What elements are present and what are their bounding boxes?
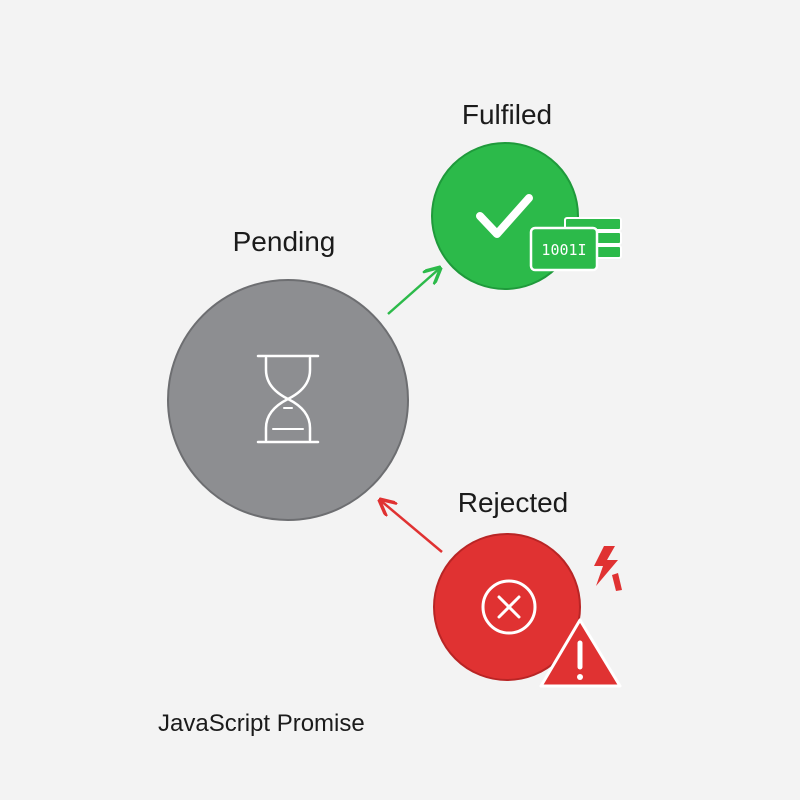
rejected-label: Rejected <box>457 487 569 518</box>
x-circle-icon <box>481 579 537 635</box>
fulfilled-label: Fulfiled <box>461 99 553 130</box>
checkmark-icon <box>476 194 533 238</box>
pending-label: Pending <box>232 226 336 257</box>
lightning-bolt-icon <box>594 546 622 591</box>
arrow-pending-to-fulfilled <box>387 268 440 315</box>
diagram-caption: JavaScript Promise <box>158 710 365 737</box>
binary-data-icon: 1001I <box>529 217 622 272</box>
binary-badge-text: 1001I <box>541 241 586 259</box>
rejected-node <box>433 533 622 688</box>
pending-node <box>167 279 409 521</box>
warning-icon <box>539 618 622 688</box>
hourglass-icon <box>256 354 320 444</box>
fulfilled-node: 1001I <box>431 142 622 290</box>
arrow-rejected-to-pending <box>380 500 443 553</box>
